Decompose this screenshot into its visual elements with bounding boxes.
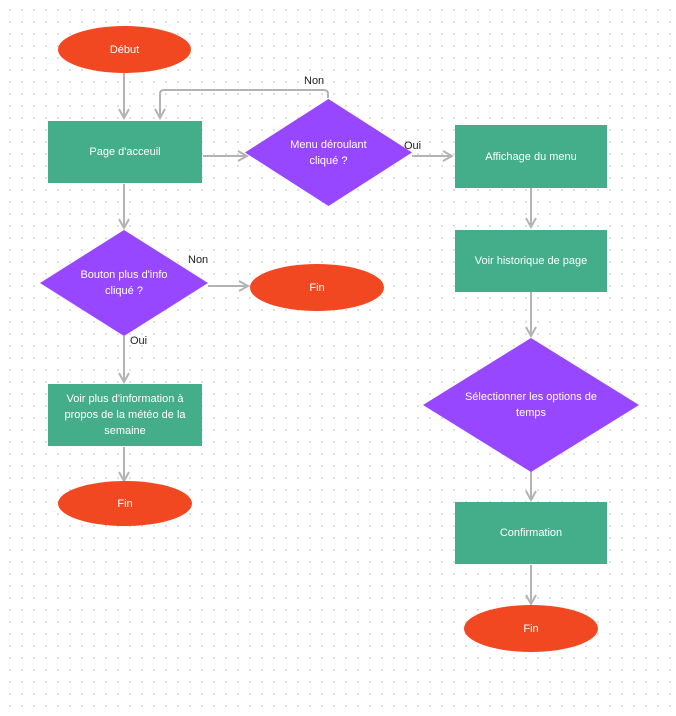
end-terminal-weekly-weather-label: Fin <box>117 497 133 510</box>
end-terminal-info-button: Fin <box>250 264 384 311</box>
menu-clicked-label: Menu déroulant cliqué ? <box>290 138 367 167</box>
end-terminal-confirmation: Fin <box>464 605 598 652</box>
edge-menu-decision-non-loop <box>160 89 329 118</box>
weekly-weather-label: Voir plus d'information à propos de la m… <box>64 393 186 437</box>
start-terminal: Début <box>58 26 191 73</box>
menu-display-process: Affichage du menu <box>455 125 607 188</box>
menu-oui-label: Oui <box>404 140 422 152</box>
bouton-oui-label: Oui <box>130 335 148 347</box>
menu-non-label: Non <box>304 75 325 87</box>
end-terminal-confirmation-label: Fin <box>523 622 539 635</box>
menu-display-label: Affichage du menu <box>485 150 577 163</box>
info-button-label: Bouton plus d'info cliqué ? <box>80 269 168 297</box>
start-terminal-label: Début <box>109 43 140 56</box>
confirmation-process: Confirmation <box>455 502 607 564</box>
time-options-label: Sélectionner les options de temps <box>464 391 598 419</box>
end-terminal-weekly-weather: Fin <box>58 481 192 526</box>
end-terminal-info-button-label: Fin <box>309 281 325 294</box>
confirmation-label: Confirmation <box>499 527 563 539</box>
bouton-non-label: Non <box>188 254 209 266</box>
page-history-label: Voir historique de page <box>474 255 588 267</box>
home-page-label: Page d'acceuil <box>89 146 161 158</box>
weekly-weather-process: Voir plus d'information à propos de la m… <box>48 384 202 446</box>
home-page-process: Page d'acceuil <box>48 121 202 183</box>
page-history-process: Voir historique de page <box>455 230 607 292</box>
